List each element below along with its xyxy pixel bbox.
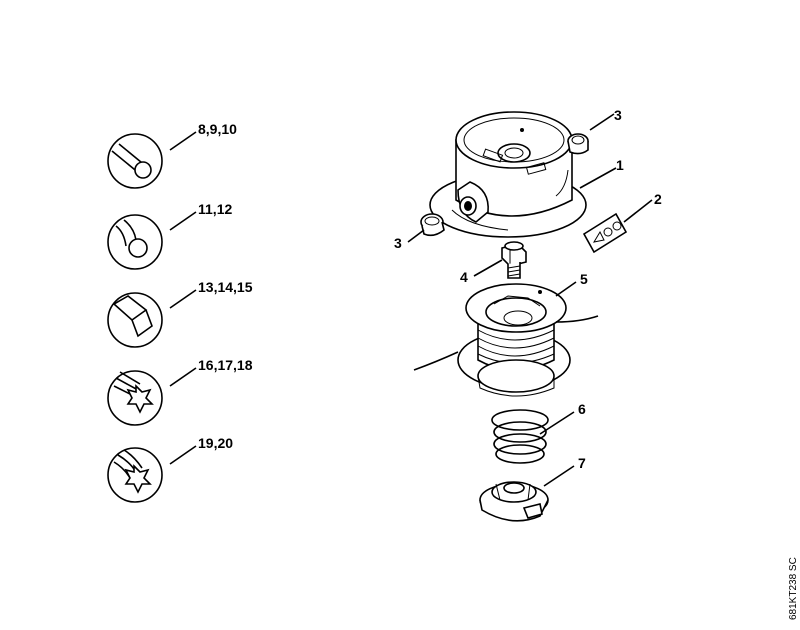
profile-label: 8,9,10 xyxy=(198,121,237,137)
drawing-code: 681KT238 SC xyxy=(788,557,799,620)
warning-label xyxy=(582,212,628,254)
housing xyxy=(429,111,587,238)
callout-1: 1 xyxy=(616,157,624,173)
spool xyxy=(413,283,599,397)
callout-5: 5 xyxy=(580,271,588,287)
callout-4: 4 xyxy=(460,269,468,285)
threaded-bolt xyxy=(501,241,527,279)
callout-6: 6 xyxy=(578,401,586,417)
spring xyxy=(491,409,549,464)
eyelet-base xyxy=(479,481,549,522)
callout-2: 2 xyxy=(654,191,662,207)
trimmer-head-assembly: 3 1 2 3 4 5 6 7 xyxy=(394,107,662,522)
line-profiles: 8,9,10 11,12 13,14,15 16,17,18 xyxy=(107,121,253,503)
profile-label: 16,17,18 xyxy=(198,357,253,373)
profile-label: 19,20 xyxy=(198,435,233,451)
callout-7: 7 xyxy=(578,455,586,471)
cap-plug-left xyxy=(420,213,445,237)
profile-label: 11,12 xyxy=(198,201,232,217)
callout-3-left: 3 xyxy=(394,235,402,251)
square-line-icon xyxy=(107,289,197,348)
callout-3-top: 3 xyxy=(614,107,622,123)
twisted-round-line-icon xyxy=(107,211,197,270)
cap-plug-top xyxy=(567,133,589,155)
round-line-icon xyxy=(107,131,197,189)
profile-label: 13,14,15 xyxy=(198,279,253,295)
star-line-icon xyxy=(107,367,197,426)
star-twisted-line-icon xyxy=(107,445,197,503)
